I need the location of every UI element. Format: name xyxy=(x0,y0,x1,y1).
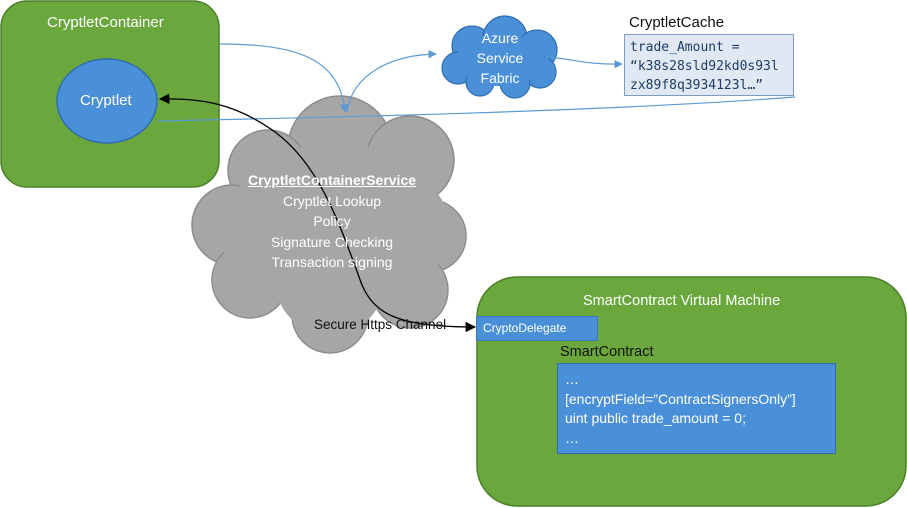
code-line: uint public trade_amount = 0; xyxy=(565,410,746,426)
container-service-text: CryptletContainerService Cryptlet Lookup… xyxy=(232,170,432,273)
azure-fabric-cloud xyxy=(441,15,558,99)
smart-contract-vm-title: SmartContract Virtual Machine xyxy=(583,293,781,309)
service-feature: Transaction signing xyxy=(271,254,393,270)
cryptlet-cache-title: CryptletCache xyxy=(629,14,725,31)
azure-fabric-label: Azure Service Fabric xyxy=(440,28,560,88)
service-feature: Policy xyxy=(313,213,351,229)
crypto-delegate-box: CryptoDelegate xyxy=(476,316,598,341)
azure-fabric-line: Fabric xyxy=(480,70,520,86)
azure-fabric-line: Azure xyxy=(481,30,519,46)
container-service-title: CryptletContainerService xyxy=(247,172,417,188)
cache-line: “k38s28sld92kd0s93l xyxy=(630,59,779,74)
code-line: [encryptField=”ContractSignersOnly”] xyxy=(565,390,796,407)
cryptlet-node xyxy=(56,58,158,144)
cache-line: trade_Amount = xyxy=(630,40,740,55)
azure-fabric-line: Service xyxy=(476,50,524,66)
cryptlet-label: Cryptlet xyxy=(80,92,132,109)
cryptlet-container-title: CryptletContainer xyxy=(47,14,164,31)
service-feature: Cryptlet Lookup xyxy=(282,192,382,209)
cache-to-cryptlet-line xyxy=(157,96,796,122)
secure-channel-arrow xyxy=(158,93,477,333)
fabric-to-cache-arrow xyxy=(544,56,623,69)
cryptlet-cache-box: trade_Amount = “k38s28sld92kd0s93l zx89f… xyxy=(624,34,794,96)
service-feature: Signature Checking xyxy=(270,233,394,250)
smart-contract-title: SmartContract xyxy=(560,344,654,360)
code-line: … xyxy=(565,429,579,446)
smart-contract-code-box: … [encryptField=”ContractSignersOnly”] u… xyxy=(557,363,836,454)
channel-label: Secure Https Channel xyxy=(314,317,447,332)
cache-line: zx89f8q3934123l…” xyxy=(630,78,764,93)
code-line: … xyxy=(565,371,579,387)
